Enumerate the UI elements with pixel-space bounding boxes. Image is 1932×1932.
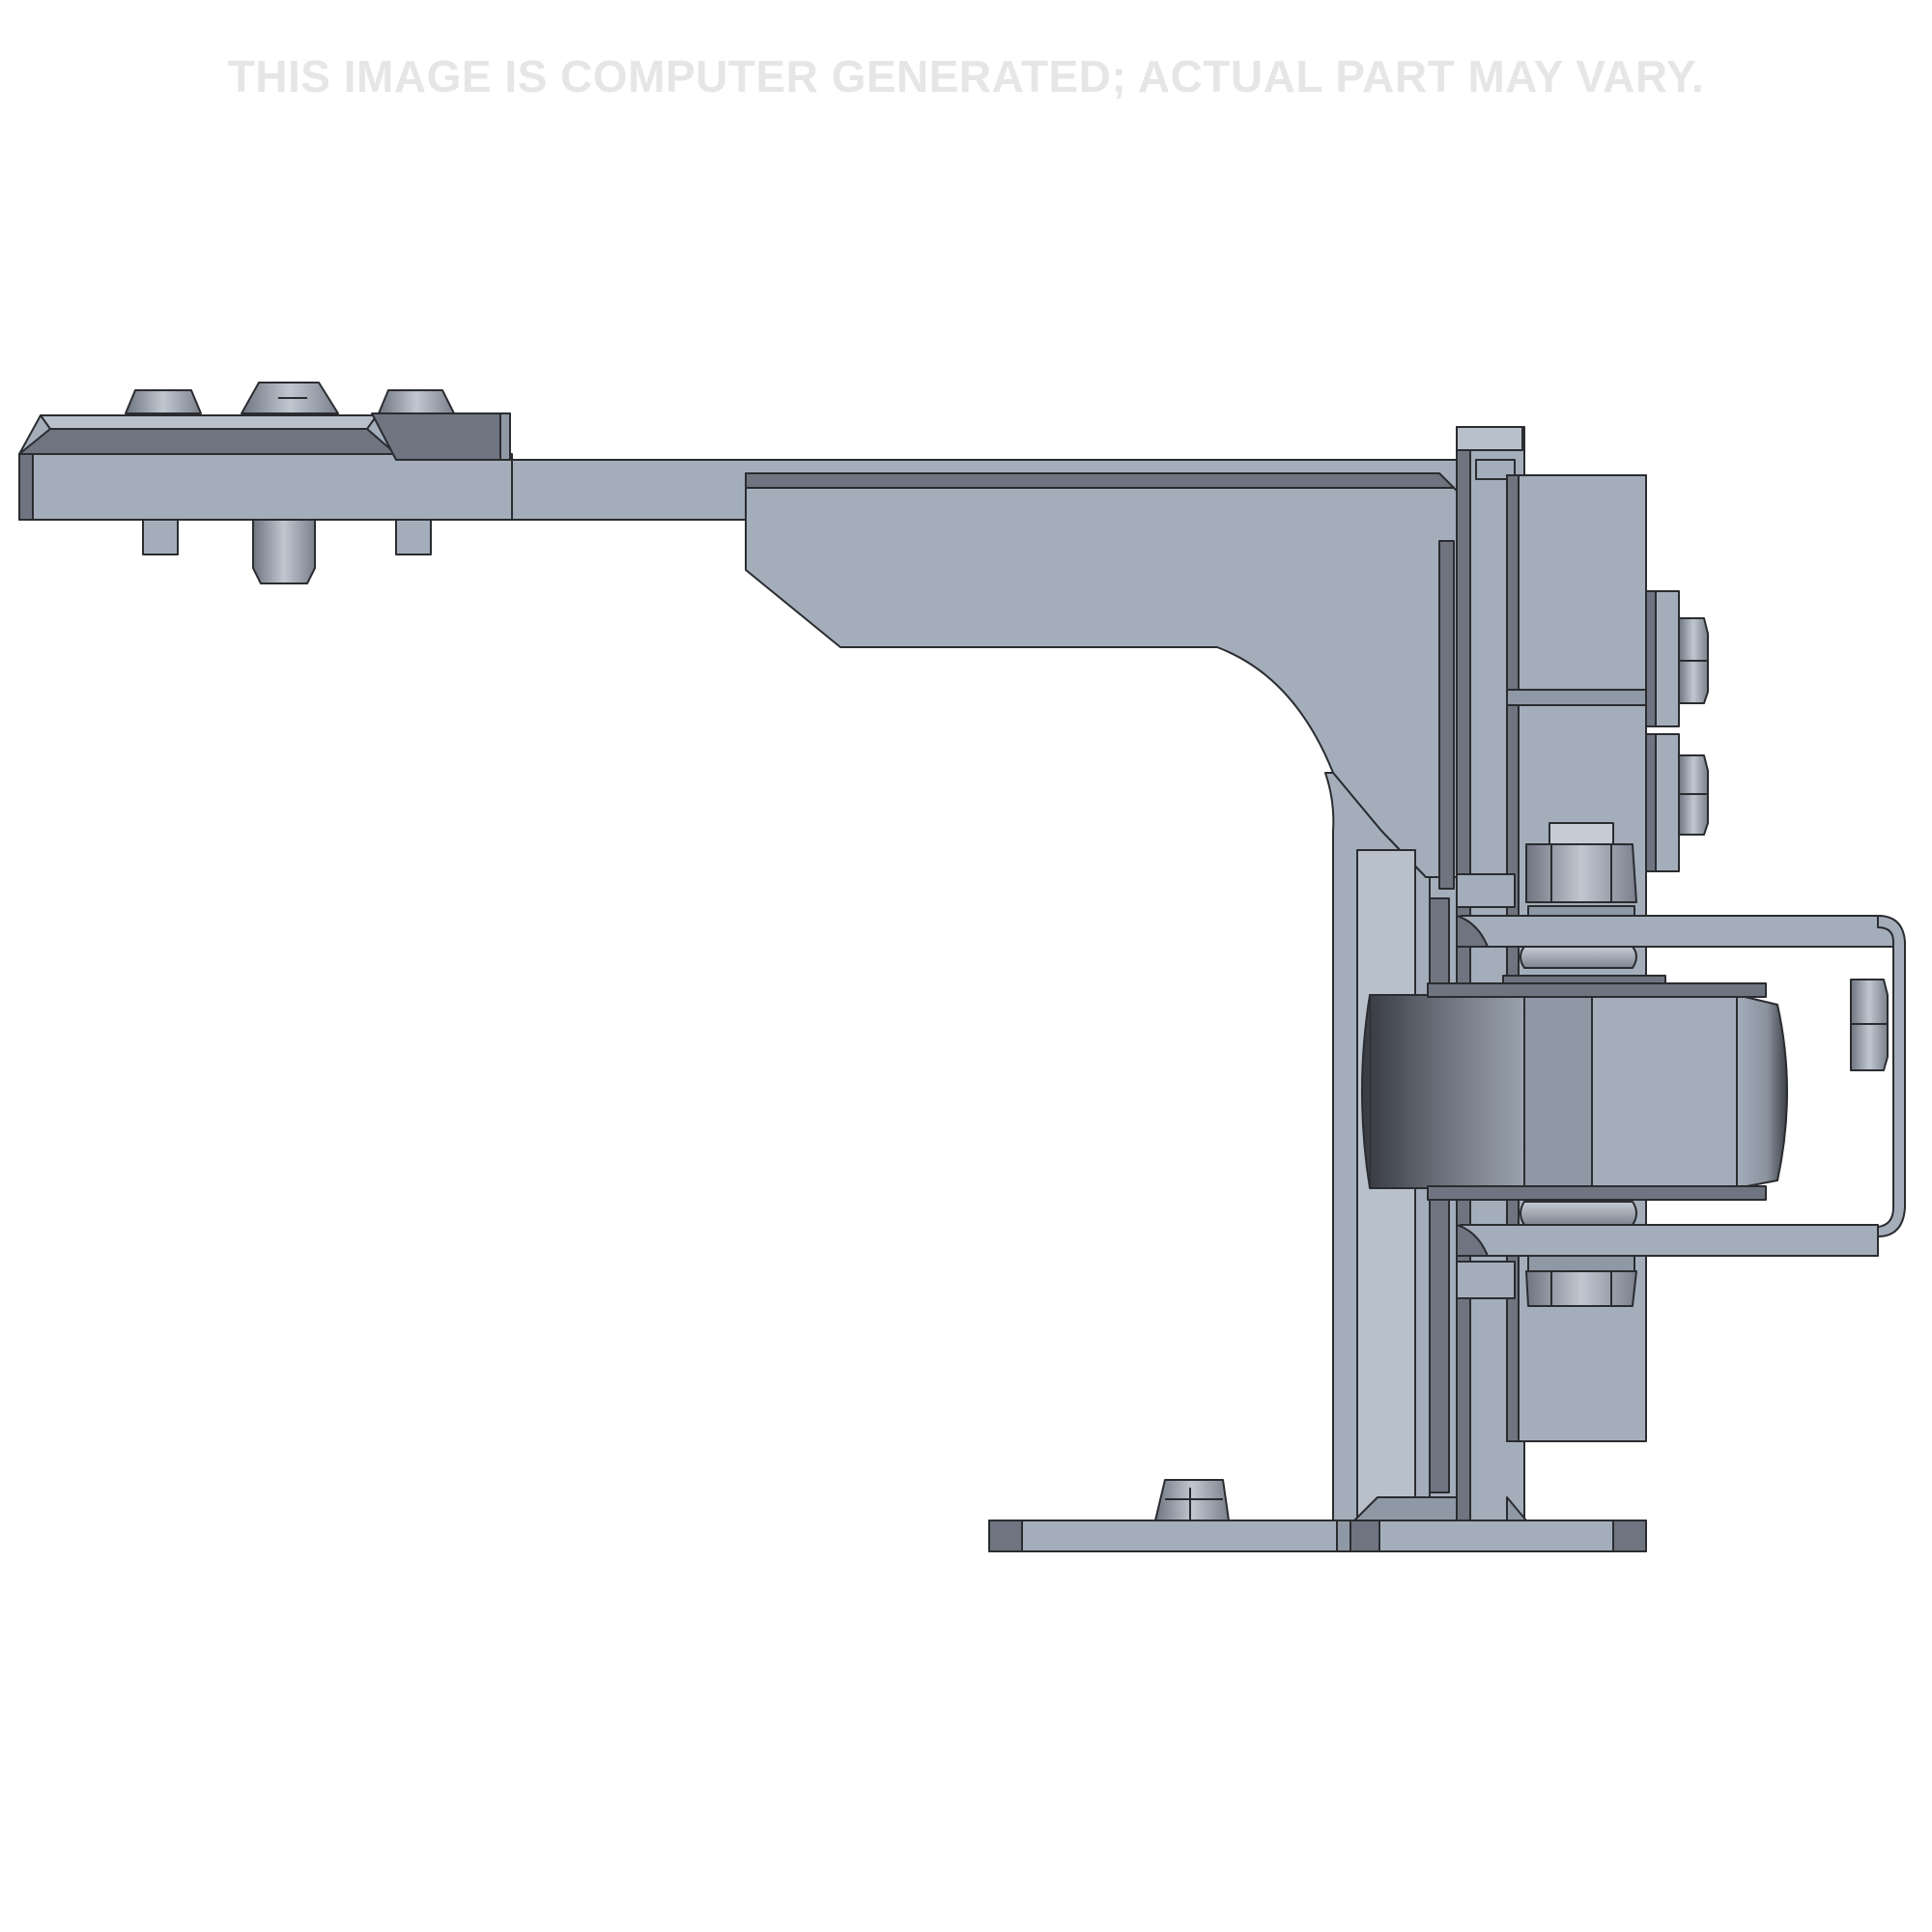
roller bbox=[1361, 982, 1788, 1201]
yoke-arm-bottom bbox=[1456, 1224, 1879, 1257]
roller-yoke-bottom-nut bbox=[1456, 1255, 1637, 1307]
side-bolts bbox=[1645, 590, 1709, 872]
axle-washer-bottom bbox=[1520, 1201, 1637, 1226]
watermark-text: THIS IMAGE IS COMPUTER GENERATED; ACTUAL… bbox=[227, 51, 1705, 101]
base-plate bbox=[988, 1496, 1647, 1552]
mounting-plate bbox=[18, 412, 513, 521]
yoke-arm-top bbox=[1456, 915, 1906, 1237]
bolt-ends bbox=[142, 519, 432, 584]
plate-nuts bbox=[125, 382, 455, 414]
axle-nut-right bbox=[1850, 979, 1889, 1071]
base-nut bbox=[1154, 1479, 1230, 1521]
